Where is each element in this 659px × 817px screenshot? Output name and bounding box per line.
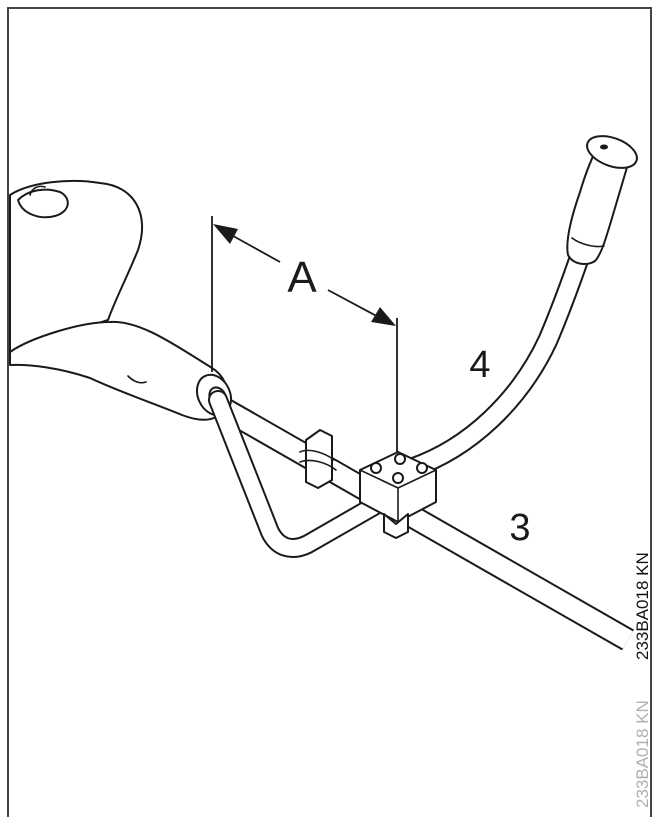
dimension-line-right xyxy=(327,289,385,321)
figure-code-faded: 233BA018 KN xyxy=(633,700,652,808)
dimension-line-left xyxy=(225,231,281,263)
cable-clip xyxy=(299,429,337,489)
callout-shaft-label: 3 xyxy=(509,507,530,549)
dimension-arrowhead-right xyxy=(371,307,396,326)
dimension-label: A xyxy=(287,253,317,302)
figure-code-bold: 233BA018 KN xyxy=(633,552,652,660)
handle-arm xyxy=(401,239,593,479)
figure-frame xyxy=(7,7,652,817)
dimension-arrowhead-left xyxy=(213,224,238,244)
clamp-block xyxy=(359,451,437,539)
handle-loop xyxy=(208,390,412,558)
callout-handle-label: 4 xyxy=(469,344,490,386)
drive-tube xyxy=(194,384,634,651)
engine-housing xyxy=(9,179,233,421)
handle-grip xyxy=(566,135,638,265)
